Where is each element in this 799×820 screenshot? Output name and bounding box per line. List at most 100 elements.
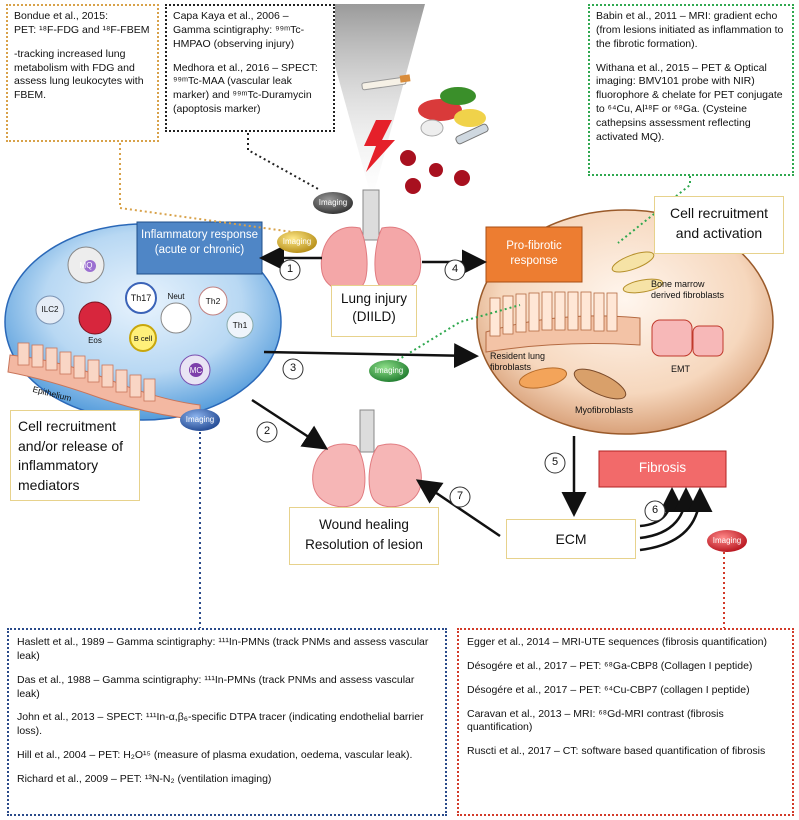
step-3-label: 3 (289, 362, 297, 374)
profibrotic-response-box (485, 226, 583, 283)
imaging-label-grey: Imaging (318, 198, 348, 207)
arrow-3 (263, 343, 479, 369)
lung-injury-line-1: Lung injury (340, 291, 408, 306)
bone-marrow-line-1: Bone marrow (651, 279, 705, 289)
ref-john: John et al., 2013 – SPECT: ¹¹¹In-α,β₆-sp… (17, 711, 424, 738)
imaging-badge-gold (277, 231, 317, 253)
arrow-6b (639, 487, 699, 540)
connector-bondue (119, 143, 301, 234)
ecm-box: ECM (506, 519, 636, 559)
arrow-7 (415, 479, 501, 538)
connector-babin (617, 176, 691, 244)
lung-injury-icon (320, 189, 422, 292)
ref-box-inflammation-imaging: Haslett et al., 1989 – Gamma scintigraph… (7, 628, 447, 816)
epithelium-strip (7, 342, 201, 421)
ref-box-babin: Babin et al., 2011 – MRI: gradient echo … (588, 4, 794, 176)
connector-green-imaging (392, 304, 521, 364)
imaging-badge-red (707, 530, 747, 552)
step-7-circle (449, 486, 471, 508)
step-5-label: 5 (551, 456, 559, 468)
ref-capa-2: Medhora et al., 2016 – SPECT: ⁹⁹ᵐTc-MAA … (173, 61, 318, 116)
cell-label-eos: Eos (88, 336, 102, 345)
arrow-6a (639, 487, 685, 528)
imaging-badge-blue (180, 409, 220, 431)
cell-label-bcell: B cell (133, 334, 153, 343)
step-1-circle (279, 259, 301, 281)
bone-marrow-line-2: derived fibroblasts (651, 289, 725, 300)
profibrotic-line-1: Pro-fibrotic (506, 240, 562, 252)
profibrotic-line-2: response (510, 254, 558, 267)
wound-line-1: Wound healing (319, 517, 409, 532)
neut-cell (160, 302, 192, 334)
step-6-label: 6 (651, 504, 659, 516)
resident-line-1: Resident lung (490, 351, 546, 361)
imaging-label-gold: Imaging (282, 237, 312, 246)
ref-desogere-2: Désogére et al., 2017 – PET: ⁶⁴Cu-CBP7 (… (467, 683, 750, 696)
resident-fibroblasts-label: Resident lung fibroblasts (490, 351, 545, 374)
ref-box-fibrosis-imaging: Egger et al., 2014 – MRI-UTE sequences (… (457, 628, 794, 816)
ref-ruscti: Ruscti et al., 2017 – CT: software based… (467, 745, 766, 758)
arrow-2 (251, 398, 329, 450)
step-4-label: 4 (451, 263, 459, 275)
imaging-label-green: Imaging (374, 366, 404, 375)
lung-injury-box: Lung injury (DIILD) (331, 285, 417, 337)
inflammatory-response-box (136, 221, 263, 275)
step-3-circle (282, 358, 304, 380)
step-2-label: 2 (263, 425, 271, 437)
ref-bondue-1: Bondue et al., 2015: PET: ¹⁸F-FDG and ¹⁸… (14, 10, 150, 36)
drugs-illustration (361, 74, 489, 145)
inflammatory-response-label: Inflammatory response (acute or chronic) (141, 229, 258, 256)
cell-label-mq: MQ (79, 261, 93, 270)
imaging-badge-grey (313, 192, 353, 214)
ref-babin-2: Withana et al., 2015 – PET & Optical ima… (596, 61, 783, 143)
ref-capa-1: Capa Kaya et al., 2006 – Gamma scintigra… (173, 10, 305, 50)
step-5-circle (544, 452, 566, 474)
step-6-circle (644, 500, 666, 522)
ref-hill: Hill et al., 2004 – PET: H₂O¹⁵ (measure … (17, 749, 413, 762)
wound-line-2: Resolution of lesion (305, 536, 423, 552)
eos-cell (78, 301, 112, 335)
ref-haslett: Haslett et al., 1989 – Gamma scintigraph… (17, 636, 429, 662)
cell-label-th1: Th1 (232, 320, 248, 330)
th17-cell (125, 282, 157, 314)
step-4-circle (444, 259, 466, 281)
cell-label-th2: Th2 (205, 296, 221, 306)
step-7-label: 7 (456, 490, 464, 502)
imaging-label-blue: Imaging (185, 415, 215, 424)
bcell-cell (129, 324, 157, 352)
ref-babin-1: Babin et al., 2011 – MRI: gradient echo … (596, 10, 784, 50)
th1-cell (226, 311, 254, 339)
cell-activation-box: Cell recruitment and activation (654, 196, 784, 254)
ref-box-capa: Capa Kaya et al., 2006 – Gamma scintigra… (165, 4, 335, 132)
bone-marrow-label: Bone marrow derived fibroblasts (651, 279, 724, 301)
imaging-label-red: Imaging (712, 536, 742, 545)
profibrotic-label: Pro-fibrotic response (486, 239, 582, 269)
step-1-label: 1 (286, 263, 294, 275)
ref-das: Das et al., 1988 – Gamma scintigraphy: ¹… (17, 673, 415, 700)
ilc2-cell (35, 295, 65, 325)
lightning-icon (364, 120, 395, 172)
injury-beam (318, 4, 425, 200)
fibrosis-label: Fibrosis (638, 460, 687, 475)
fibrosis-box (598, 450, 727, 488)
lung-injury-line-2: (DIILD) (352, 309, 396, 325)
cell-label-th17: Th17 (130, 293, 152, 303)
healed-lung-icon (312, 409, 422, 508)
myofibroblasts-label: Myofibroblasts (575, 405, 634, 415)
wound-healing-box: Wound healing Resolution of lesion (289, 507, 439, 565)
step-2-circle (256, 421, 278, 443)
imaging-badge-green (369, 360, 409, 382)
cell-release-box: Cell recruitment and/or release of infla… (10, 410, 140, 501)
fibroblast-illustrations (485, 251, 724, 400)
ref-egger: Egger et al., 2014 – MRI-UTE sequences (… (467, 636, 767, 648)
cell-label-ilc2: ILC2 (41, 305, 59, 314)
ref-box-bondue: Bondue et al., 2015: PET: ¹⁸F-FDG and ¹⁸… (6, 4, 159, 142)
connector-capa (247, 133, 321, 191)
th2-cell (198, 286, 228, 316)
arrow-6c (639, 487, 713, 552)
cell-label-neut: Neut (167, 292, 185, 301)
ref-caravan: Caravan et al., 2013 – MRI: ⁶⁸Gd-MRI con… (467, 707, 724, 734)
resident-line-2: fibroblasts (490, 362, 532, 373)
emt-label: EMT (671, 364, 690, 374)
